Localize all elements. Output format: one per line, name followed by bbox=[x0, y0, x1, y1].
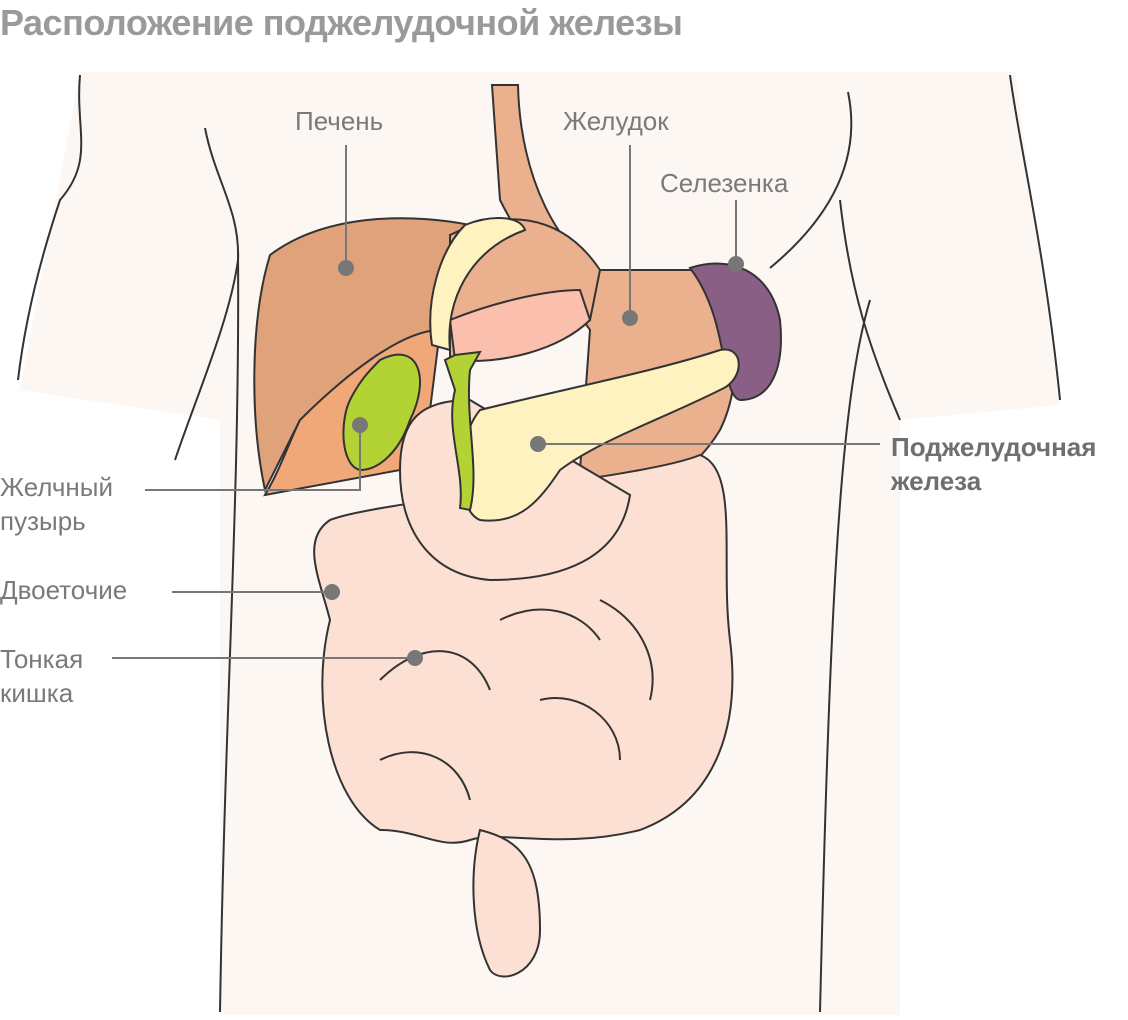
pancreas-marker bbox=[530, 436, 546, 452]
label-colon: Двоеточие bbox=[0, 575, 128, 605]
label-gallbladder-line2: пузырь bbox=[0, 506, 86, 536]
label-pancreas: Поджелудочная железа bbox=[891, 430, 1096, 498]
label-gallbladder-line1: Желчный bbox=[0, 472, 114, 502]
label-stomach: Желудок bbox=[563, 106, 669, 136]
label-leaders bbox=[112, 145, 880, 666]
label-liver: Печень bbox=[295, 106, 384, 136]
pancreas bbox=[460, 348, 740, 522]
label-pancreas-line1: Поджелудочная bbox=[891, 432, 1097, 462]
label-pancreas-line2: железа bbox=[891, 466, 982, 496]
stomach-marker bbox=[622, 310, 638, 326]
label-gallbladder: Желчный пузырь bbox=[0, 470, 113, 538]
spleen-marker bbox=[728, 256, 744, 272]
liver-marker bbox=[338, 260, 354, 276]
diagram-title: Расположение поджелудочной железы bbox=[0, 2, 683, 43]
label-spleen: Селезенка bbox=[660, 168, 789, 198]
spleen bbox=[688, 262, 782, 402]
small-intestine-marker bbox=[407, 650, 423, 666]
colon-marker bbox=[324, 584, 340, 600]
label-small-intestine-line1: Тонкая bbox=[0, 644, 84, 674]
gallbladder-marker bbox=[352, 417, 368, 433]
label-small-intestine: Тонкая кишка bbox=[0, 642, 83, 710]
label-small-intestine-line2: кишка bbox=[0, 678, 74, 708]
gallbladder bbox=[342, 350, 482, 512]
bile-duct-yellow bbox=[429, 217, 527, 352]
